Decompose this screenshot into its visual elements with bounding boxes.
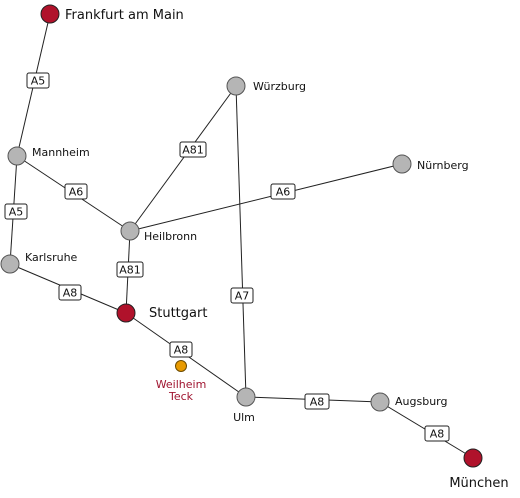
road-label-a5-south: A5 — [4, 203, 28, 220]
svg-text:A6: A6 — [69, 186, 84, 199]
svg-text:A81: A81 — [182, 144, 204, 157]
city-node-ulm[interactable] — [236, 387, 256, 407]
poi-node-weilheim-teck[interactable] — [175, 360, 187, 372]
road-label-a8-karlsruhe-stuttgart: A8 — [58, 284, 82, 301]
city-label-heilbronn: Heilbronn — [144, 230, 197, 243]
city-node-karlsruhe[interactable] — [0, 254, 20, 274]
road-label-a81-south: A81 — [116, 261, 144, 278]
svg-text:A8: A8 — [63, 287, 78, 300]
city-node-wuerzburg[interactable] — [226, 76, 246, 96]
road-label-a8-augsburg-muenchen: A8 — [424, 425, 450, 442]
city-label-nuernberg: Nürnberg — [417, 159, 469, 172]
road-label-a6-east: A6 — [270, 183, 296, 200]
city-label-wuerzburg: Würzburg — [253, 80, 306, 93]
city-label-frankfurt: Frankfurt am Main — [65, 8, 184, 23]
city-label-muenchen: München — [449, 476, 508, 491]
city-node-muenchen[interactable] — [463, 448, 483, 468]
city-node-heilbronn[interactable] — [120, 221, 140, 241]
svg-text:A5: A5 — [31, 75, 46, 88]
svg-text:A7: A7 — [235, 290, 250, 303]
road-label-a8-ulm-augsburg: A8 — [304, 393, 330, 410]
road-a81-north — [129, 85, 237, 232]
road-label-a5-north: A5 — [26, 72, 50, 89]
svg-text:A8: A8 — [310, 396, 325, 409]
city-node-mannheim[interactable] — [7, 146, 27, 166]
svg-text:A8: A8 — [430, 428, 445, 441]
road-label-a8-stuttgart-ulm: A8 — [169, 341, 193, 358]
city-label-mannheim: Mannheim — [32, 146, 90, 159]
road-label-a6-west: A6 — [64, 183, 88, 200]
city-label-stuttgart: Stuttgart — [149, 306, 207, 321]
road-label-a7: A7 — [230, 287, 254, 304]
city-label-augsburg: Augsburg — [395, 395, 447, 408]
city-label-ulm: Ulm — [233, 411, 255, 424]
poi-label-line1: Weilheim — [156, 378, 207, 391]
svg-text:A5: A5 — [9, 206, 24, 219]
city-node-augsburg[interactable] — [370, 392, 390, 412]
city-node-nuernberg[interactable] — [392, 154, 412, 174]
road-labels: A5 A5 A6 A6 A81 A81 A8 A8 — [4, 72, 450, 442]
svg-text:A8: A8 — [174, 344, 189, 357]
city-nodes — [0, 4, 483, 468]
city-labels: Frankfurt am Main Würzburg Mannheim Nürn… — [25, 8, 509, 491]
road-label-a81-north: A81 — [179, 141, 207, 158]
poi-label-line2: Teck — [168, 390, 194, 403]
city-node-frankfurt[interactable] — [40, 4, 60, 24]
svg-text:A6: A6 — [276, 186, 291, 199]
city-node-stuttgart[interactable] — [116, 303, 136, 323]
svg-text:A81: A81 — [119, 264, 141, 277]
road-a6-east — [129, 163, 403, 232]
city-label-karlsruhe: Karlsruhe — [25, 251, 78, 264]
road-a7 — [235, 85, 247, 398]
